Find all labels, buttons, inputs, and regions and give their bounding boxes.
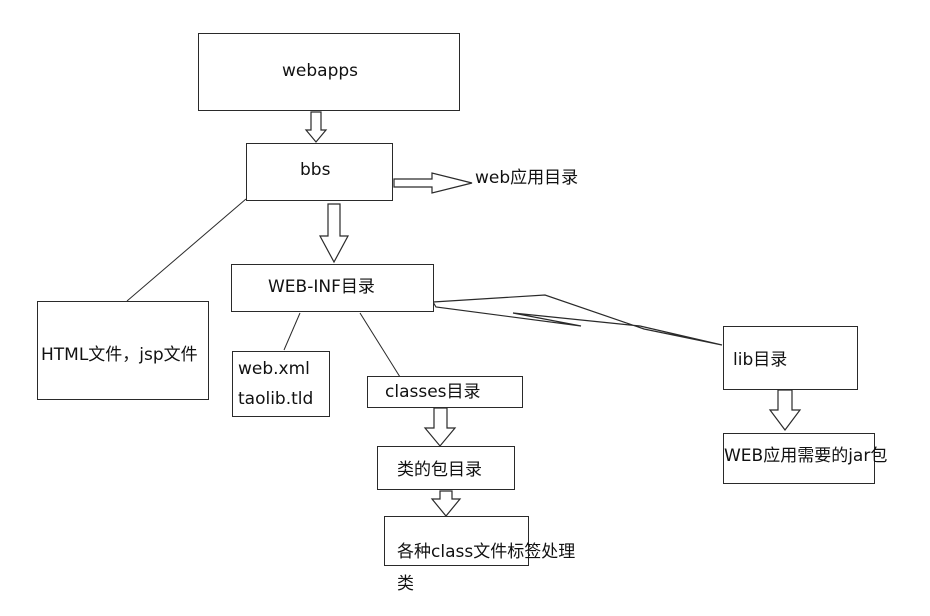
jar-pkg-label: WEB应用需要的jar包 [724,446,888,466]
webxml-box [232,351,330,417]
web-app-dir-label: web应用目录 [475,168,579,188]
web-inf-label: WEB-INF目录 [268,277,375,297]
bbs-box [246,143,393,201]
arrow-package-to-classfiles [430,490,462,517]
arrow-lib-to-jar [768,389,802,431]
jar-box [723,433,875,484]
web-inf-box [231,264,434,312]
arrow-webapps-to-bbs [304,111,328,143]
html-jsp-box [37,301,209,400]
bbs-label: bbs [300,160,331,180]
line-webinf-to-classes [359,312,401,378]
line-webinf-to-webxml [283,312,301,351]
webapps-label: webapps [282,61,359,81]
html-jsp-label: HTML文件，jsp文件 [41,345,198,365]
arrow-classes-to-package [423,407,457,447]
web-xml-label: web.xml [238,359,310,379]
arrow-bbs-to-webinf [318,203,350,264]
classes-label: classes目录 [385,382,481,402]
classes-box [367,376,523,408]
class-package-label: 类的包目录 [397,460,482,480]
lib-box [723,326,858,390]
taolib-tld-label: taolib.tld [238,389,314,409]
arrow-bbs-to-webapp-label [393,172,473,194]
lightning-webinf-to-lib [431,294,723,346]
class-package-box [377,446,515,490]
class-files-label: 各种class文件标签处理类 [397,542,576,594]
webapps-box [198,33,460,111]
line-bbs-to-html [126,198,247,302]
lib-dir-label: lib目录 [733,350,788,370]
class-files-box [384,516,529,566]
